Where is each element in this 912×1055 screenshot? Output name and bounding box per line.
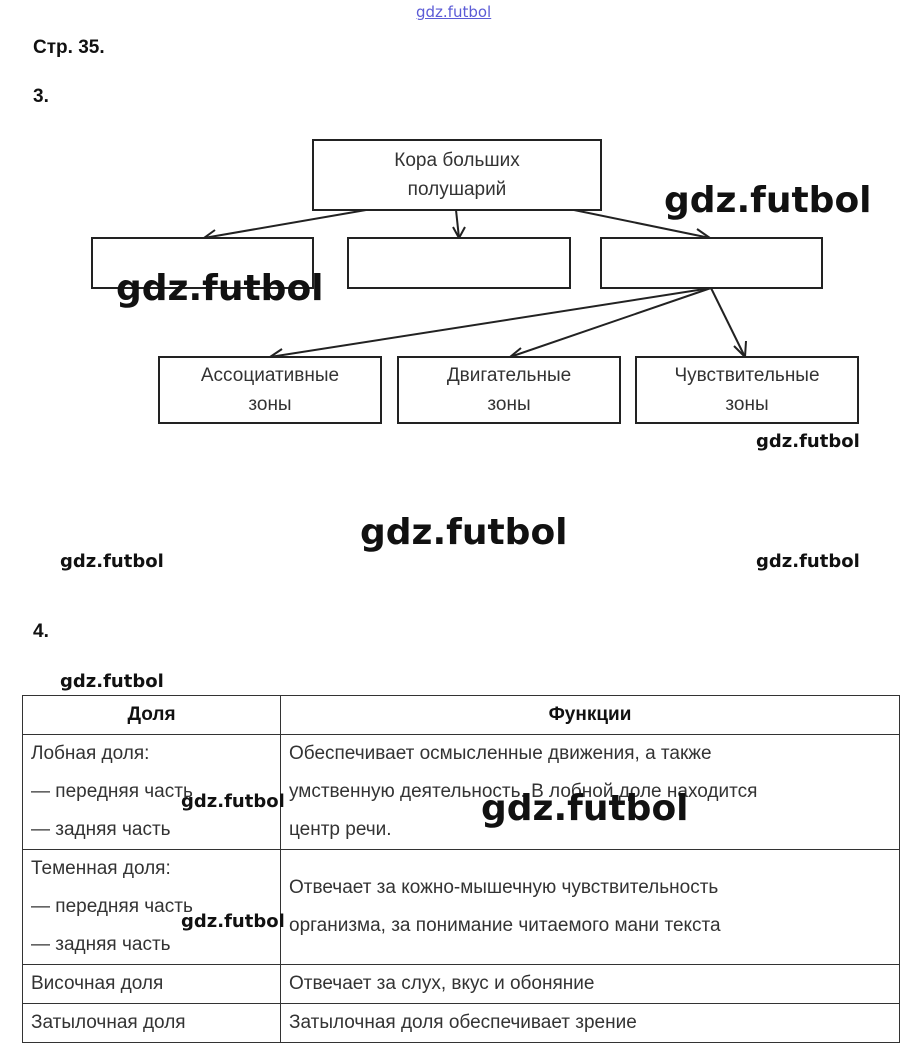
motor-line-1: Двигательные bbox=[446, 365, 572, 386]
box-cerebral-cortex-line-2: полушарий bbox=[407, 179, 507, 200]
function-line: Отвечает за слух, вкус и обоняние bbox=[289, 973, 595, 994]
watermark-above-table: gdz.futbol bbox=[60, 671, 164, 692]
table-row: Лобная доля: — передняя часть — задняя ч… bbox=[22, 734, 900, 850]
lobes-functions-table: Доля Функции Лобная доля: — передняя час… bbox=[22, 695, 900, 1043]
arrow-right-to-sensory bbox=[710, 287, 746, 358]
arrow-root-to-blank-right bbox=[573, 209, 711, 239]
header-functions: Функции bbox=[280, 695, 900, 735]
motor-line-2: зоны bbox=[487, 394, 531, 415]
function-line: Отвечает за кожно-мышечную чувствительно… bbox=[289, 877, 719, 898]
watermark-table-frontal: gdz.futbol bbox=[181, 791, 285, 812]
box-sensory-zones: Чувствительные зоны bbox=[635, 356, 859, 424]
task-3-number: 3. bbox=[33, 86, 49, 107]
lobe-line: — передняя часть bbox=[31, 781, 193, 802]
lobe-line: — задняя часть bbox=[31, 819, 171, 840]
lobe-line: Лобная доля: bbox=[31, 743, 150, 764]
function-cell: Отвечает за слух, вкус и обоняние bbox=[280, 964, 900, 1004]
watermark-top[interactable]: gdz.futbol bbox=[416, 3, 492, 21]
table-row: Теменная доля: — передняя часть — задняя… bbox=[22, 849, 900, 965]
watermark-mid-right: gdz.futbol bbox=[756, 551, 860, 572]
function-cell: Затылочная доля обеспечивает зрение bbox=[280, 1003, 900, 1043]
watermark-table-parietal: gdz.futbol bbox=[181, 911, 285, 932]
function-cell: Обеспечивает осмысленные движения, а так… bbox=[280, 734, 900, 850]
task-4-number: 4. bbox=[33, 621, 49, 642]
associative-line-2: зоны bbox=[248, 394, 292, 415]
table-row: Затылочная доля Затылочная доля обеспечи… bbox=[22, 1003, 900, 1043]
function-line: Обеспечивает осмысленные движения, а так… bbox=[289, 743, 712, 764]
blank-box-right bbox=[600, 237, 823, 289]
sensory-line-1: Чувствительные bbox=[674, 365, 820, 386]
function-line: умственную деятельность. В лобной доле н… bbox=[289, 781, 758, 802]
box-cerebral-cortex: Кора больших полушарий bbox=[312, 139, 602, 211]
lobe-line: — передняя часть bbox=[31, 896, 193, 917]
lobe-cell: Височная доля bbox=[22, 964, 281, 1004]
watermark-diagram-left: gdz.futbol bbox=[116, 268, 324, 309]
sensory-line-2: зоны bbox=[725, 394, 769, 415]
arrow-root-to-blank-left bbox=[203, 209, 367, 239]
box-cerebral-cortex-line-1: Кора больших bbox=[394, 150, 520, 171]
function-cell: Отвечает за кожно-мышечную чувствительно… bbox=[280, 849, 900, 965]
page-label: Стр. 35. bbox=[33, 37, 105, 58]
associative-line-1: Ассоциативные bbox=[200, 365, 340, 386]
box-motor-zones: Двигательные зоны bbox=[397, 356, 621, 424]
blank-box-middle bbox=[347, 237, 571, 289]
watermark-table-center: gdz.futbol bbox=[481, 788, 689, 829]
arrow-right-to-motor bbox=[509, 287, 712, 358]
lobe-cell: Лобная доля: — передняя часть — задняя ч… bbox=[22, 734, 281, 850]
lobe-cell: Теменная доля: — передняя часть — задняя… bbox=[22, 849, 281, 965]
arrow-right-to-associative bbox=[269, 287, 712, 358]
watermark-mid-left: gdz.futbol bbox=[60, 551, 164, 572]
header-lobe: Доля bbox=[22, 695, 281, 735]
table-header-row: Доля Функции bbox=[22, 695, 900, 735]
function-line: Затылочная доля обеспечивает зрение bbox=[289, 1012, 637, 1033]
box-associative-zones: Ассоциативные зоны bbox=[158, 356, 382, 424]
lobe-line: Теменная доля: bbox=[31, 858, 171, 879]
function-line: центр речи. bbox=[289, 819, 392, 840]
watermark-center: gdz.futbol bbox=[360, 512, 568, 553]
lobe-line: — задняя часть bbox=[31, 934, 171, 955]
watermark-under-sensory: gdz.futbol bbox=[756, 431, 860, 452]
lobe-line: Височная доля bbox=[31, 973, 164, 994]
blank-box-left bbox=[91, 237, 314, 289]
arrow-root-to-blank-middle bbox=[455, 209, 460, 239]
watermark-diagram-right: gdz.futbol bbox=[664, 180, 872, 221]
lobe-cell: Затылочная доля bbox=[22, 1003, 281, 1043]
lobe-line: Затылочная доля bbox=[31, 1012, 186, 1033]
table-row: Височная доля Отвечает за слух, вкус и о… bbox=[22, 964, 900, 1004]
function-line: организма, за понимание читаемого мани т… bbox=[289, 915, 721, 936]
